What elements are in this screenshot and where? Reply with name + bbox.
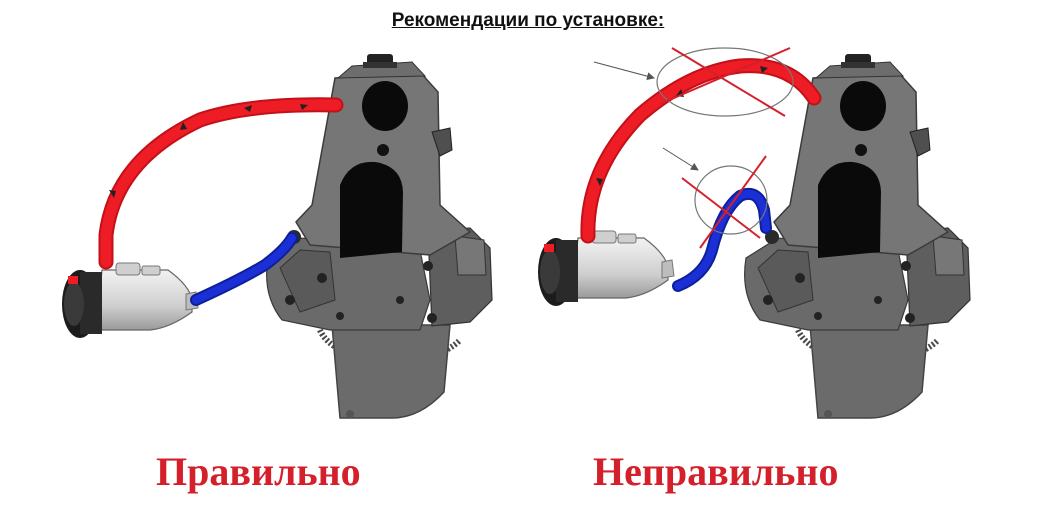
problem-highlights	[593, 47, 794, 249]
flow-direction-arrows	[109, 104, 308, 198]
incorrect-installation-panel	[745, 54, 970, 418]
pre-heater-unit	[537, 230, 675, 307]
engine-block	[745, 54, 970, 418]
cross-mark	[671, 47, 786, 117]
highlight-ellipse-top	[656, 47, 794, 117]
label-incorrect: Неправильно	[593, 449, 839, 494]
hot-hose	[580, 58, 822, 244]
pre-heater-unit	[61, 262, 199, 339]
label-correct: Правильно	[156, 449, 361, 494]
incorrect-hoses	[580, 58, 822, 292]
page-title: Рекомендации по установке:	[391, 10, 665, 31]
highlight-ellipse-bottom	[694, 165, 768, 235]
incorrect-heater-group	[537, 230, 675, 307]
correct-installation-panel	[61, 54, 492, 418]
pointer-arrow	[662, 147, 699, 171]
pointer-arrow	[593, 61, 655, 81]
cross-mark	[681, 177, 761, 239]
